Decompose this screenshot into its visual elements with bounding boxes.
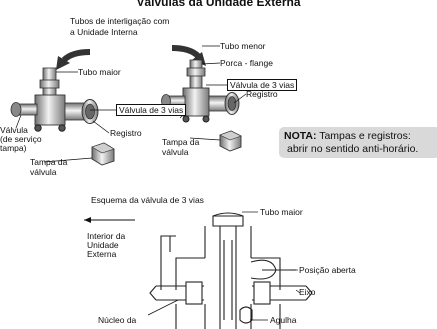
nucleo-label: Núcleo da [98, 315, 137, 325]
tubos-label-line2: a Unidade Interna [70, 27, 138, 37]
valvula-3-vias-left-label: Válvula de 3 vias [116, 104, 187, 116]
tampa-left-label-line2: válvula [30, 167, 57, 177]
registro-left-label: Registro [110, 128, 142, 138]
interior-label-line1: Interior da [87, 231, 126, 241]
valvula-servico-label-line2: (de serviço [0, 134, 42, 144]
interior-label-line3: Externa [87, 249, 117, 259]
note-line1-text: Tampas e registros: [316, 130, 411, 142]
eixo-label: Eixo [299, 287, 316, 297]
valvula-servico-label-line3: tampa) [0, 143, 27, 153]
porca-flange-label: Porca - flange [220, 58, 273, 68]
valvula-servico-label-line1: Válvula [0, 125, 28, 135]
tampa-right-label-line1: Tampa da [162, 137, 200, 147]
posicao-aberta-label: Posição aberta [299, 265, 356, 275]
agulha-label: Agulha [270, 315, 297, 325]
note-line2: abrir no sentido anti-horário. [287, 143, 419, 155]
schema-title: Esquema da válvula de 3 vias [91, 195, 204, 205]
valve-schematic [84, 211, 313, 329]
tubo-maior-left-label: Tubo maior [78, 67, 121, 77]
tampa-left-label-line1: Tampa da [30, 157, 68, 167]
registro-right-label: Registro [246, 89, 278, 99]
valvula-3-vias-right-label: Válvula de 3 vias [227, 79, 298, 91]
note-line1: NOTA: Tampas e registros: [284, 130, 411, 142]
tubos-label-line1: Tubos de interligação com [70, 16, 170, 26]
right-valve [161, 45, 247, 152]
interior-label-line2: Unidade [87, 240, 119, 250]
left-valve [10, 49, 118, 166]
note-bold: NOTA: [284, 130, 317, 142]
note-box [279, 127, 437, 158]
tampa-right-label-line2: válvula [162, 147, 189, 157]
page-title: Válvulas da Unidade Externa [136, 0, 301, 9]
schema-tubo-maior-label: Tubo maior [260, 207, 303, 217]
tubo-menor-label: Tubo menor [220, 41, 266, 51]
